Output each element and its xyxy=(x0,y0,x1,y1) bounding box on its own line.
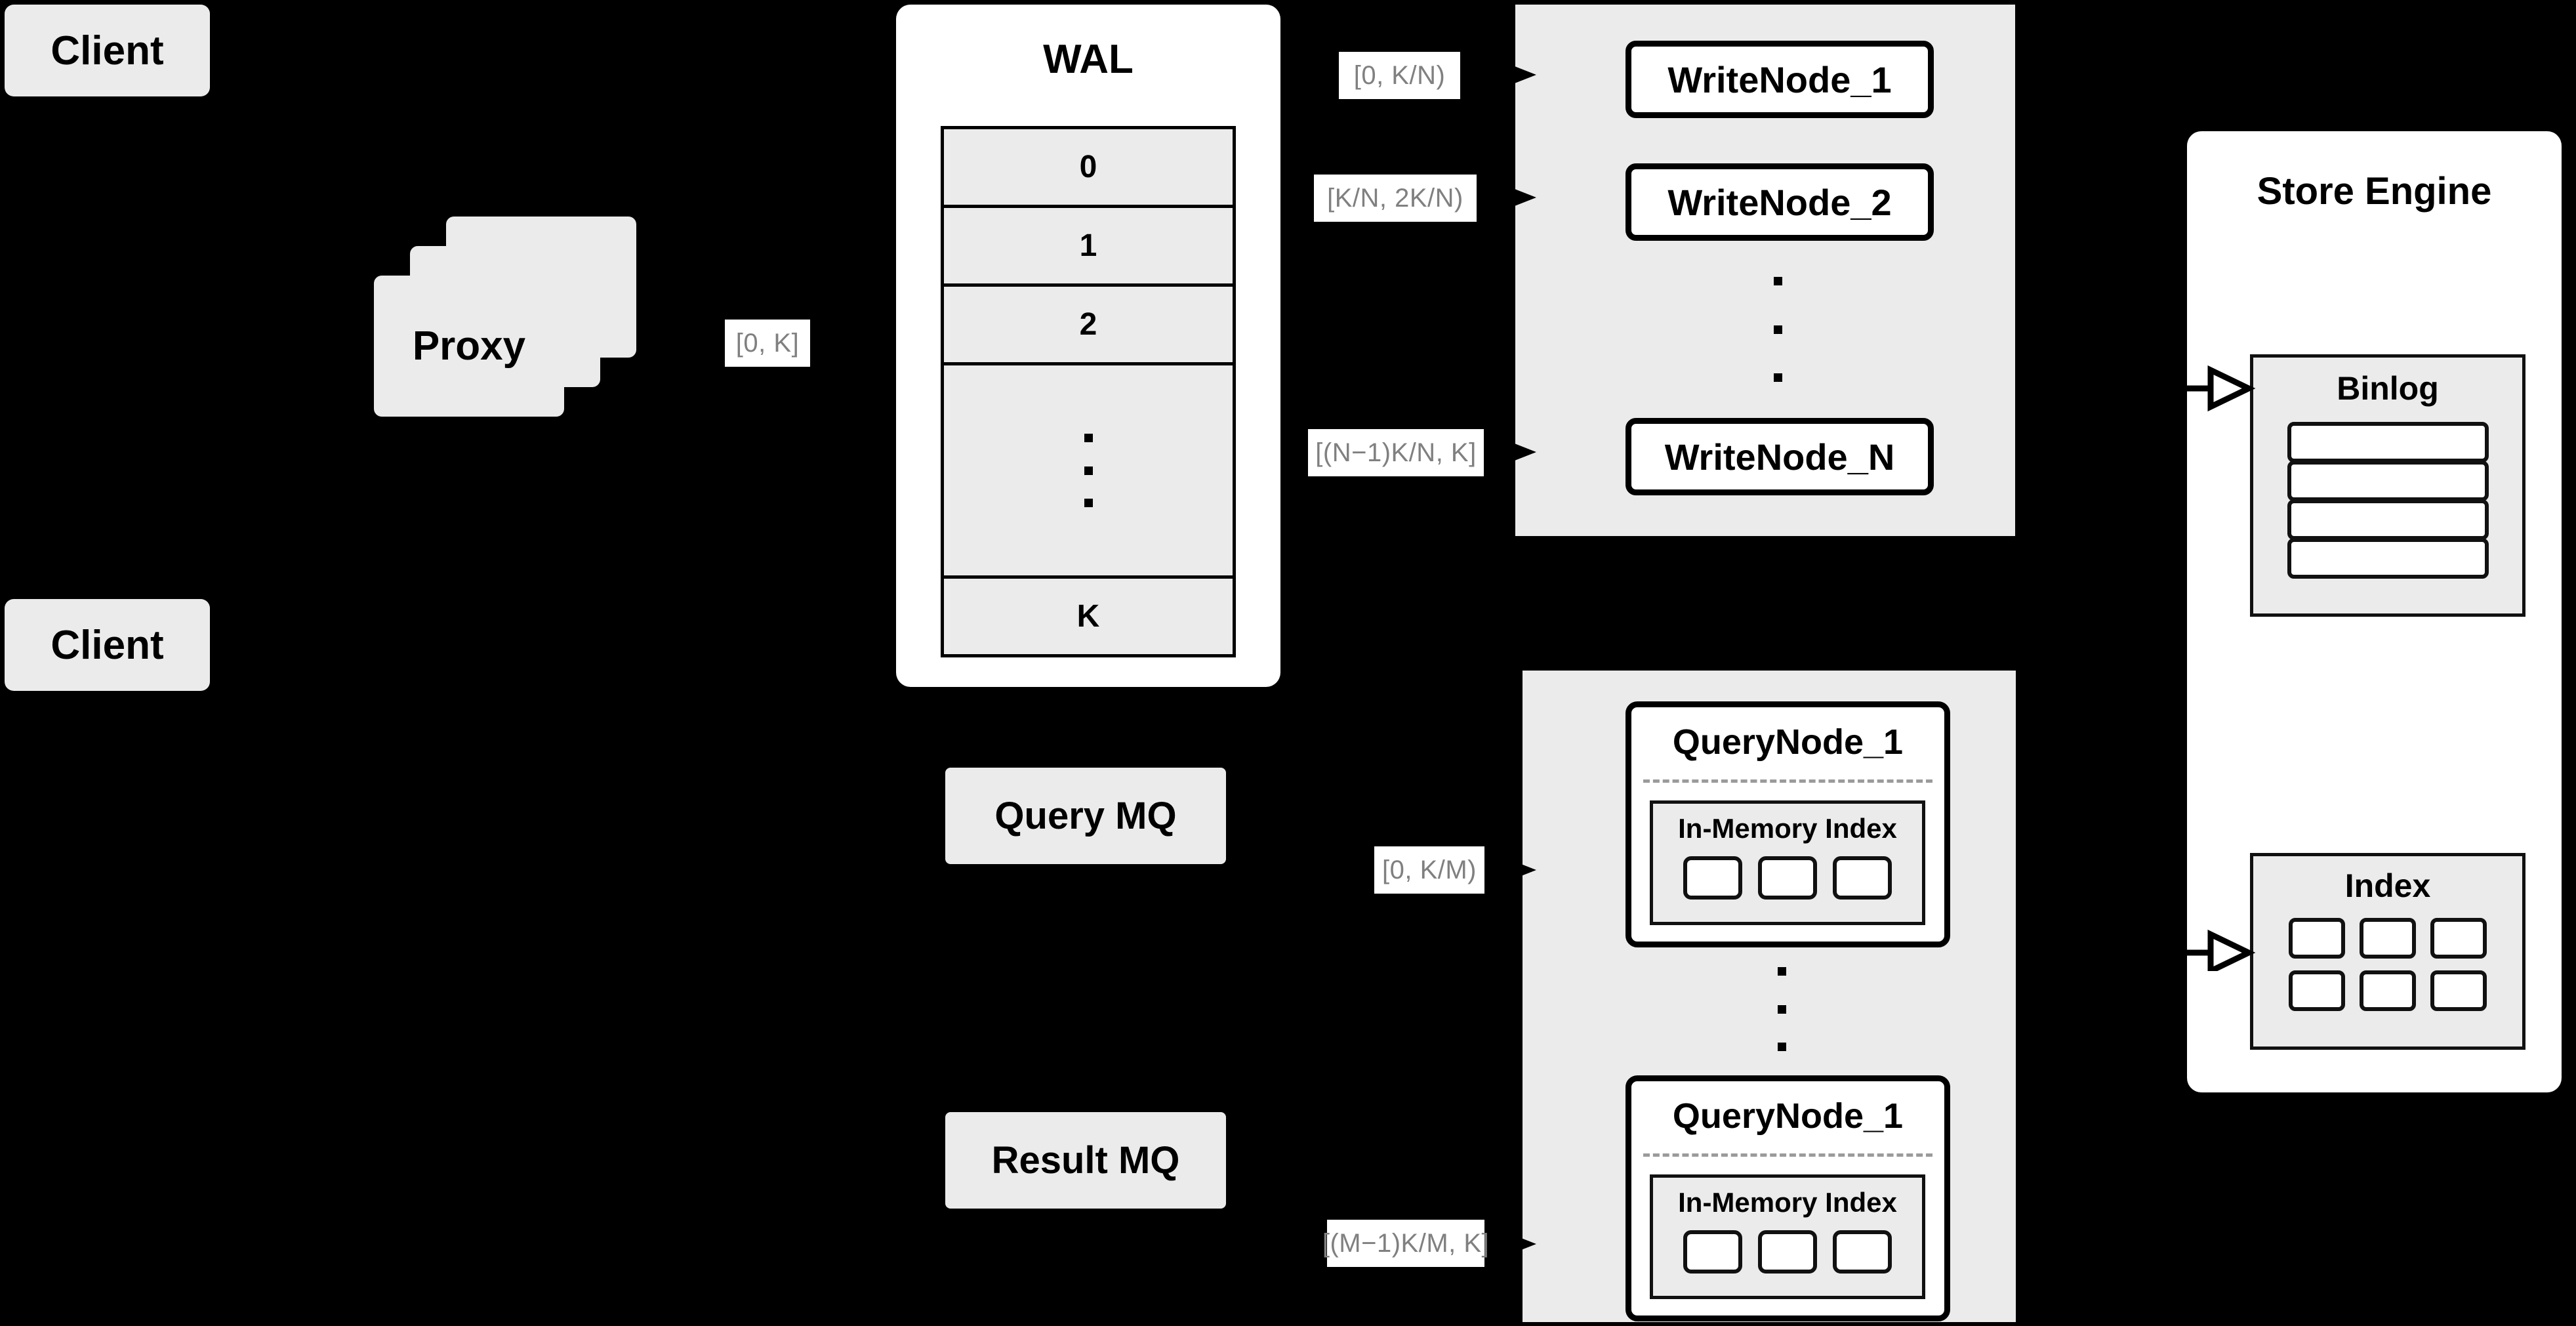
write-node-box-n[interactable]: WriteNode_N xyxy=(1625,418,1934,495)
index-title: Index xyxy=(2344,867,2431,904)
store-engine-arrows xyxy=(2187,365,2256,971)
wal-row-label: K xyxy=(1076,599,1100,634)
wal-ellipsis-dots xyxy=(1084,434,1093,507)
query-node-divider-2 xyxy=(1643,1153,1932,1157)
store-engine-panel: Store Engine Binlog Index xyxy=(2187,131,2562,1092)
edge-label-proxy-to-wal-text: [0, K] xyxy=(735,328,800,358)
wal-row: 1 xyxy=(941,208,1236,287)
query-mq-box: Query MQ xyxy=(945,768,1226,864)
binlog-segment xyxy=(2287,461,2489,501)
index-slot xyxy=(2289,970,2345,1011)
write-node-box-1[interactable]: WriteNode_1 xyxy=(1625,41,1934,118)
store-engine-title: Store Engine xyxy=(2257,170,2492,213)
write-range-label-n-text: [(N−1)K/N, K] xyxy=(1315,438,1477,467)
query-mq-label: Query MQ xyxy=(994,795,1177,837)
binlog-box: Binlog xyxy=(2250,354,2525,617)
wal-rows: 0 1 2 K xyxy=(941,126,1236,657)
query-node-box-1[interactable]: QueryNode_1 In-Memory Index xyxy=(1625,701,1950,947)
query-node-box-2[interactable]: QueryNode_1 In-Memory Index xyxy=(1625,1075,1950,1321)
client-box-1: Client xyxy=(5,5,210,96)
query-range-label-1: [0, K/M) xyxy=(1374,846,1484,894)
index-box: Index xyxy=(2250,853,2525,1050)
index-slot xyxy=(1833,1230,1892,1274)
write-range-label-n: [(N−1)K/N, K] xyxy=(1308,429,1484,476)
wal-row: 2 xyxy=(941,287,1236,365)
proxy-label: Proxy xyxy=(412,323,526,369)
query-node-panel: QueryNode_1 In-Memory Index QueryNode_1 … xyxy=(1523,671,2016,1322)
wal-panel: WAL 0 1 2 K xyxy=(896,5,1280,687)
write-range-label-1-text: [0, K/N) xyxy=(1353,60,1446,90)
query-range-label-1-text: [0, K/M) xyxy=(1381,855,1477,884)
index-slot xyxy=(2360,918,2416,959)
in-memory-index-2: In-Memory Index xyxy=(1650,1174,1925,1299)
index-slot xyxy=(1833,856,1892,900)
in-memory-index-1: In-Memory Index xyxy=(1650,800,1925,925)
wal-row-label: 1 xyxy=(1079,228,1097,263)
write-node-label-n: WriteNode_N xyxy=(1664,436,1895,478)
index-slot xyxy=(1758,856,1817,900)
proxy-stack: Proxy xyxy=(374,217,649,440)
wal-row-label: 0 xyxy=(1079,150,1097,184)
wal-row-label: 2 xyxy=(1079,307,1097,342)
query-range-label-m-text: [(M−1)K/M, K] xyxy=(1322,1228,1490,1258)
in-memory-index-title-2: In-Memory Index xyxy=(1678,1187,1897,1218)
query-node-ellipsis-dots xyxy=(1775,967,1788,1051)
write-range-label-1: [0, K/N) xyxy=(1339,52,1460,99)
wal-row: K xyxy=(941,579,1236,657)
client-label-1: Client xyxy=(51,28,164,73)
index-slot xyxy=(2430,970,2487,1011)
write-node-arrows xyxy=(1423,60,1536,466)
client-box-2: Client xyxy=(5,599,210,691)
binlog-segment xyxy=(2287,538,2489,579)
index-slot xyxy=(2430,918,2487,959)
client-label-2: Client xyxy=(51,622,164,668)
wal-title: WAL xyxy=(1043,37,1134,82)
in-memory-index-title-1: In-Memory Index xyxy=(1678,813,1897,844)
index-slot xyxy=(1683,856,1742,900)
index-slot xyxy=(1758,1230,1817,1274)
result-mq-box: Result MQ xyxy=(945,1112,1226,1209)
query-range-label-m: [(M−1)K/M, K] xyxy=(1322,1220,1489,1267)
index-slot xyxy=(2360,970,2416,1011)
wal-row: 0 xyxy=(941,126,1236,208)
write-range-label-2-text: [K/N, 2K/N) xyxy=(1327,183,1463,213)
binlog-segment xyxy=(2287,422,2489,463)
write-node-box-2[interactable]: WriteNode_2 xyxy=(1625,163,1934,241)
query-node-divider-1 xyxy=(1643,779,1932,783)
edge-label-proxy-to-wal: [0, K] xyxy=(725,320,810,367)
write-node-label-2: WriteNode_2 xyxy=(1667,181,1892,223)
proxy-card-front: Proxy xyxy=(374,276,564,417)
binlog-segment xyxy=(2287,499,2489,540)
write-node-label-1: WriteNode_1 xyxy=(1667,58,1892,100)
index-slot xyxy=(2289,918,2345,959)
index-slot xyxy=(1683,1230,1742,1274)
write-node-panel: WriteNode_1 WriteNode_2 WriteNode_N xyxy=(1515,5,2015,536)
binlog-title: Binlog xyxy=(2337,370,2439,407)
query-node-label-1: QueryNode_1 xyxy=(1672,722,1904,762)
write-range-label-2: [K/N, 2K/N) xyxy=(1314,175,1477,222)
wal-row-ellipsis xyxy=(941,365,1236,579)
query-node-label-2: QueryNode_1 xyxy=(1672,1096,1904,1136)
result-mq-label: Result MQ xyxy=(991,1139,1180,1182)
write-node-ellipsis-dots xyxy=(1771,277,1784,382)
